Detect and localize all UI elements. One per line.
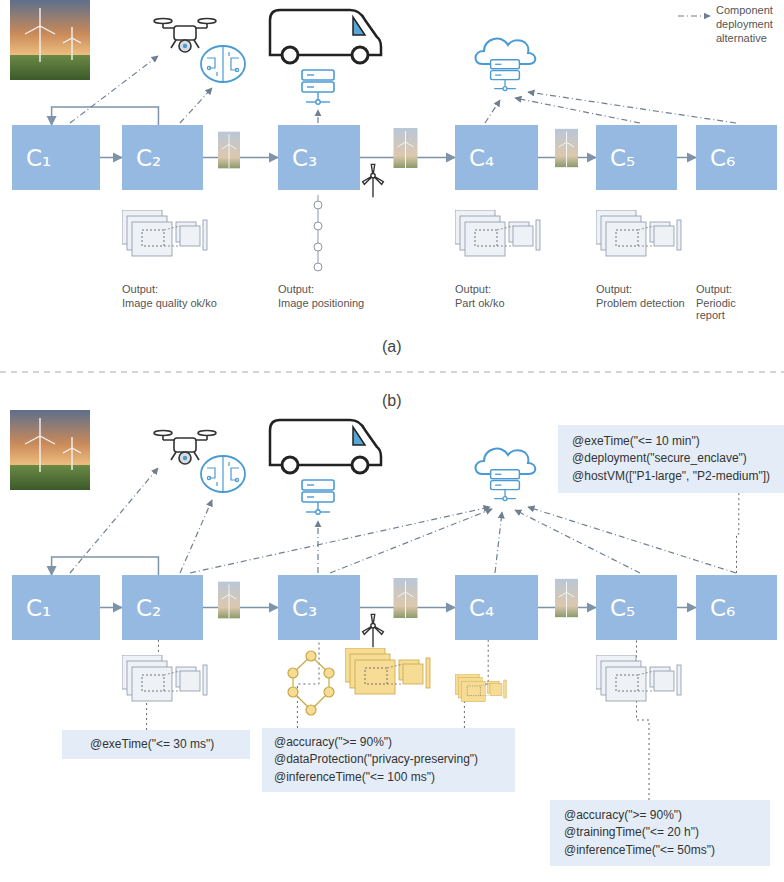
annotation-text: @inferenceTime("<= 100 ms"): [274, 769, 503, 786]
edge-server-icon: [302, 480, 334, 514]
drone-icon: [154, 431, 216, 465]
drone-icon: [154, 19, 216, 53]
annotation-text: @exeTime("<= 30 ms"): [90, 736, 222, 753]
image-thumbnail: [218, 582, 240, 619]
cnn-stack: [122, 210, 207, 256]
legend-text: Component deployment alternative: [716, 4, 773, 44]
flow-arrow: [203, 157, 278, 159]
output-label: Part ok/ko: [455, 297, 505, 309]
component-box: C₃: [278, 125, 360, 190]
component-label: C₁: [26, 145, 51, 171]
component-label: C₄: [469, 145, 494, 171]
output-label: Image quality ok/ko: [122, 297, 217, 309]
component-box: C₄: [455, 575, 538, 640]
component-label: C₃: [292, 595, 317, 621]
component-label: C₄: [469, 595, 494, 621]
component-box: C₁: [12, 575, 100, 640]
component-label: C₂: [136, 595, 161, 621]
annotation-text: @exeTime("<= 10 min"): [572, 433, 770, 450]
output-label: Output:: [596, 283, 632, 295]
annotation-box: @accuracy(">= 90%")@dataProtection("priv…: [262, 728, 515, 792]
legend-line-sample: [678, 15, 710, 16]
component-box: C₂: [122, 125, 203, 190]
component-label: C₅: [610, 145, 635, 171]
flow-arrow: [52, 107, 159, 125]
flow-arrow: [677, 157, 696, 159]
output-label: Periodic report: [696, 297, 754, 321]
position-chain: [314, 195, 322, 271]
image-thumbnail: [555, 579, 578, 617]
panel-label: (b): [382, 392, 402, 410]
image-thumbnail: [218, 132, 240, 169]
annotation-text: @inferenceTime("<= 50ms"): [564, 842, 756, 859]
component-label: C₂: [136, 145, 161, 171]
component-box: C₆: [696, 575, 777, 640]
edge-server-icon: [302, 70, 334, 104]
component-box: C₄: [455, 125, 538, 190]
annotation-leader: [737, 493, 739, 575]
annotation-box: @exeTime("<= 10 min")@deployment("secure…: [558, 425, 784, 493]
annotation-box: @exeTime("<= 30 ms"): [62, 730, 250, 759]
highlighted-cnn-stack: [345, 648, 430, 694]
output-label: Output:: [122, 283, 158, 295]
output-label: Output:: [455, 283, 491, 295]
wind-farm-photo: [10, 0, 90, 80]
annotation-text: @trainingTime("<= 20 h"): [564, 824, 756, 841]
brain-icon: [201, 46, 245, 82]
flow-arrow: [100, 157, 122, 159]
van-icon: [270, 420, 381, 473]
image-thumbnail: [555, 129, 578, 167]
cnn-stack: [122, 655, 207, 701]
van-icon: [270, 10, 381, 63]
panel-separator: [0, 372, 784, 373]
flow-arrow: [100, 607, 122, 609]
panel-label: (a): [382, 338, 402, 356]
component-label: C₆: [710, 145, 735, 171]
annotation-text: @accuracy(">= 90%"): [564, 807, 756, 824]
annotation-text: @hostVM(["P1-large", "P2-medium"]): [572, 468, 770, 485]
cnn-stack: [596, 655, 681, 701]
component-box: C₂: [122, 575, 203, 640]
annotation-text: @dataProtection("privacy-preserving"): [274, 751, 503, 768]
cnn-stack: [596, 210, 681, 256]
wind-farm-photo: [10, 410, 90, 490]
legend-entry: Component deployment alternative: [716, 4, 778, 45]
flow-arrow: [203, 607, 278, 609]
image-thumbnail: [394, 578, 418, 618]
component-box: C₁: [12, 125, 100, 190]
brain-icon: [201, 456, 245, 492]
component-label: C₅: [610, 595, 635, 621]
deployment-lines: [70, 56, 736, 123]
component-box: C₆: [696, 125, 777, 190]
output-label: Problem detection: [596, 297, 685, 309]
output-label: Output:: [696, 283, 732, 295]
turbine-icon: [363, 614, 384, 647]
component-box: C₃: [278, 575, 360, 640]
annotation-box: @accuracy(">= 90%")@trainingTime("<= 20 …: [550, 800, 770, 866]
cloud-icon: [475, 39, 535, 91]
output-label: Output:: [278, 283, 314, 295]
component-label: C₁: [26, 595, 51, 621]
component-box: C₅: [596, 125, 677, 190]
position-graph: [288, 651, 334, 715]
component-box: C₅: [596, 575, 677, 640]
component-label: C₆: [710, 595, 735, 621]
cnn-stack: [455, 210, 540, 256]
flow-arrow: [677, 607, 696, 609]
image-thumbnail: [394, 128, 418, 168]
annotation-leader: [297, 640, 319, 728]
annotation-text: @accuracy(">= 90%"): [274, 734, 503, 751]
turbine-icon: [363, 164, 384, 197]
component-label: C₃: [292, 145, 317, 171]
highlighted-cnn-stack: [455, 674, 506, 702]
flow-arrow: [52, 557, 159, 575]
cloud-icon: [475, 449, 535, 501]
annotation-text: @deployment("secure_enclave"): [572, 450, 770, 467]
output-label: Image positioning: [278, 297, 364, 309]
